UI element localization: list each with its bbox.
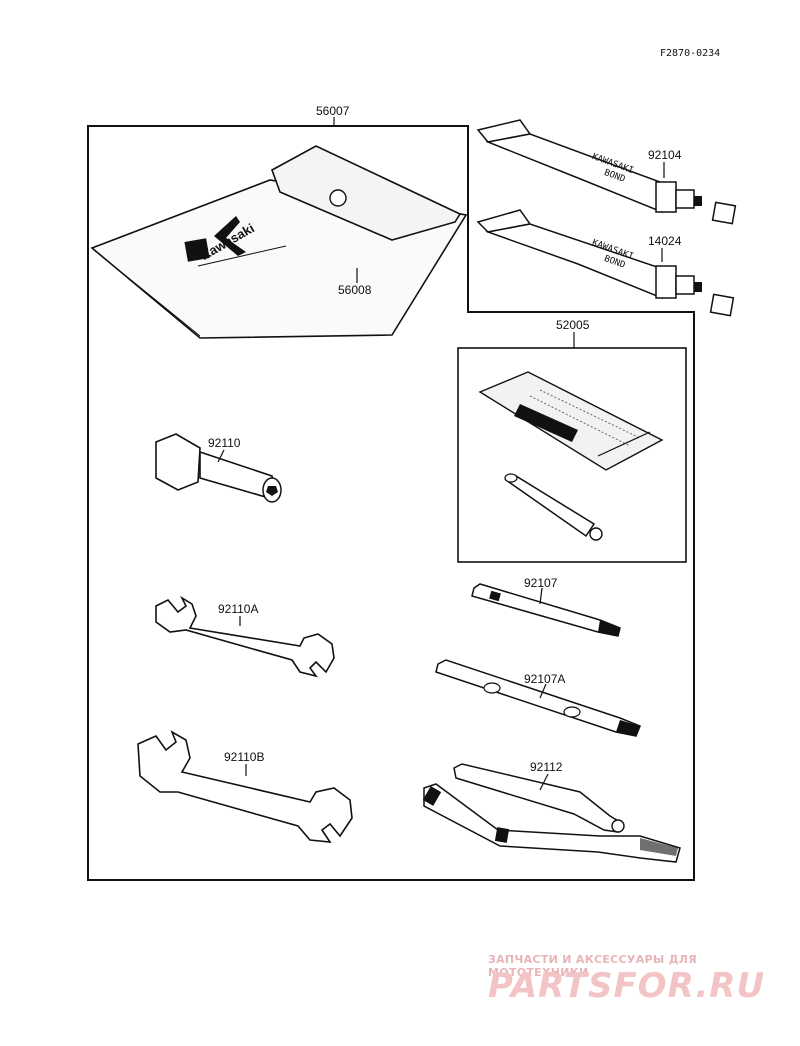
watermark-site: PARTSFOR.RU bbox=[488, 966, 766, 1006]
pliers-icon bbox=[422, 763, 681, 863]
bond-tube-icon-92104 bbox=[476, 119, 737, 225]
part-number-52005: 52005 bbox=[556, 318, 590, 332]
part-number-92112: 92112 bbox=[530, 760, 563, 774]
leader-92107 bbox=[539, 587, 543, 605]
open-end-wrench-icon-small bbox=[155, 595, 335, 678]
screwdriver-icon bbox=[471, 583, 621, 637]
tool-pouch-icon bbox=[90, 145, 468, 339]
watermark-tagline: ЗАПЧАСТИ И АКСЕССУАРЫ ДЛЯ МОТОТЕХНИКИ bbox=[488, 953, 698, 979]
leader-92107A bbox=[539, 683, 547, 699]
patch-packet-icon bbox=[478, 371, 664, 471]
leader-92110 bbox=[217, 449, 225, 463]
kit-outline bbox=[87, 125, 695, 881]
part-number-92110A: 92110A bbox=[218, 602, 259, 616]
part-number-92107: 92107 bbox=[524, 576, 558, 590]
part-number-92104: 92104 bbox=[648, 148, 682, 162]
part-number-56008: 56008 bbox=[338, 283, 372, 297]
figure-code: F2870-0234 bbox=[660, 48, 721, 59]
glue-tube-icon bbox=[504, 473, 603, 541]
part-number-92110: 92110 bbox=[208, 436, 241, 450]
open-end-wrench-icon-large bbox=[137, 730, 353, 843]
part-number-92110B: 92110B bbox=[224, 750, 265, 764]
socket-wrench-icon bbox=[155, 433, 282, 503]
part-number-14024: 14024 bbox=[648, 234, 682, 248]
part-number-56007: 56007 bbox=[316, 104, 350, 118]
screwdriver-handle-icon bbox=[435, 659, 641, 737]
bond-tube-icon-14024 bbox=[476, 209, 735, 317]
repair-kit-box bbox=[457, 347, 687, 563]
part-number-92107A: 92107A bbox=[524, 672, 566, 686]
leader-92112 bbox=[539, 773, 549, 791]
